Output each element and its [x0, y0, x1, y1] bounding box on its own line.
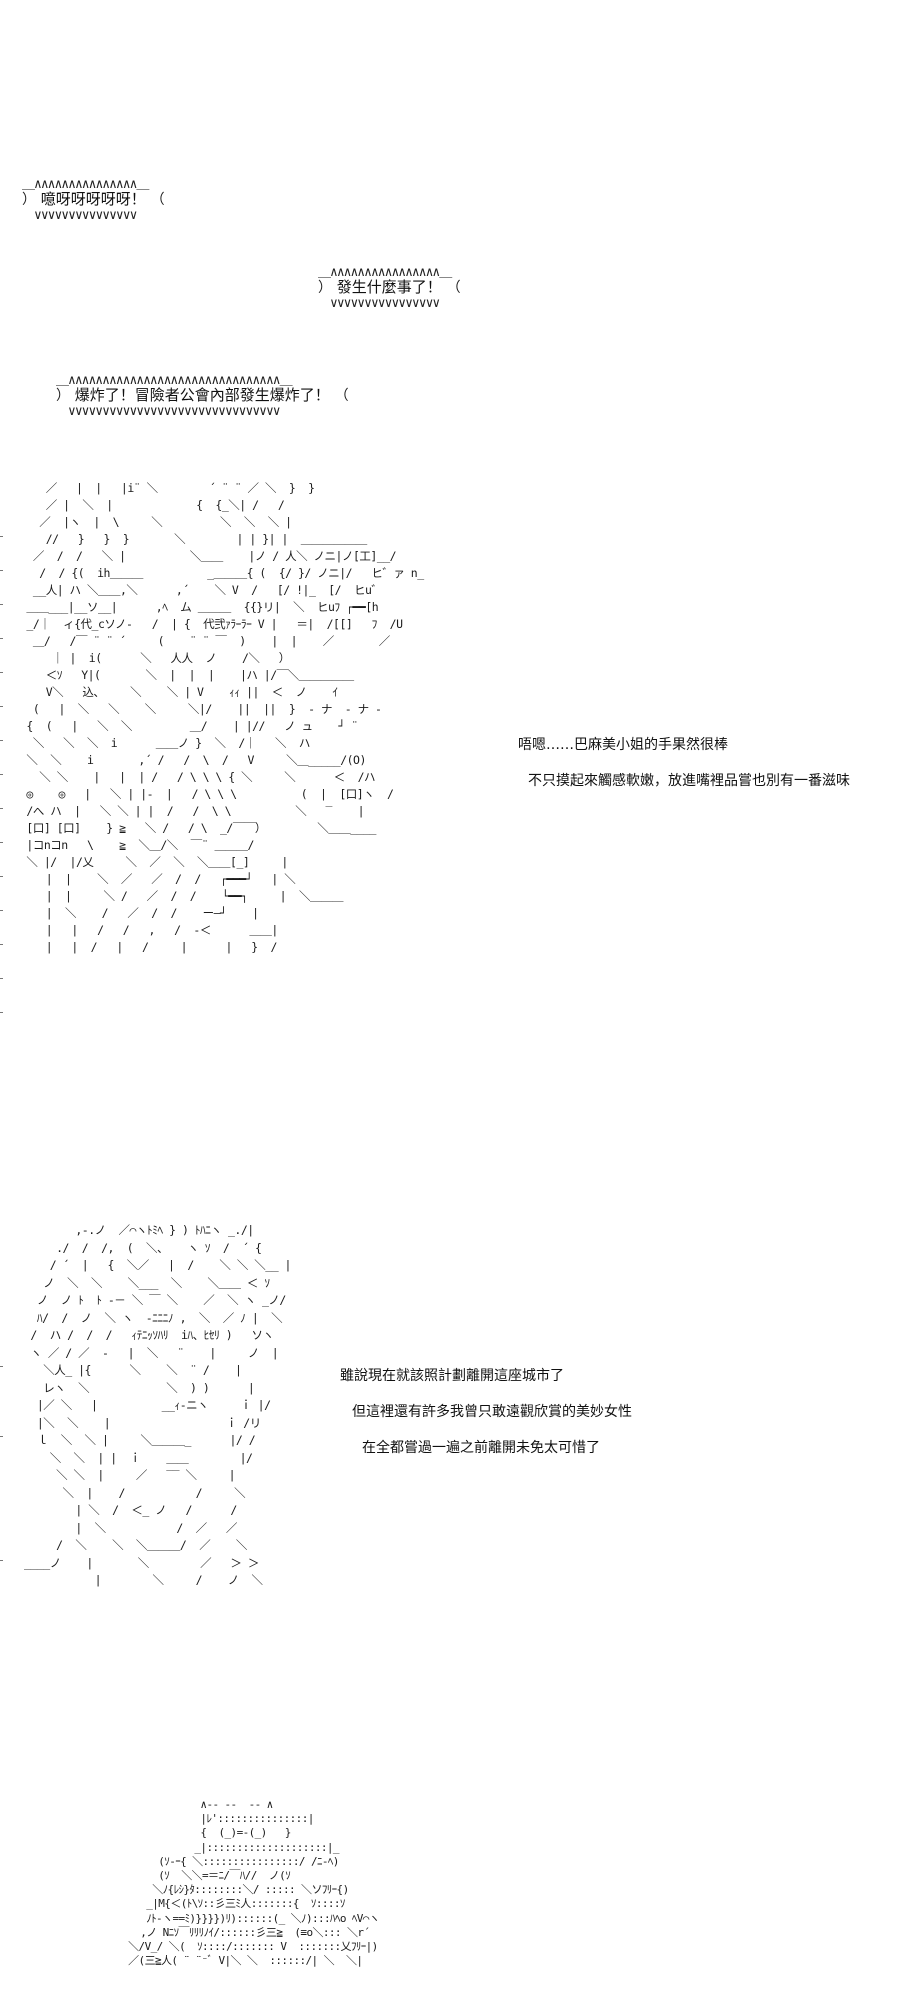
gutter-tick — [0, 774, 3, 775]
shout-bubble-1-text: 噫呀呀呀呀呀！ — [40, 190, 146, 208]
shout-bubble-3: ＿∧∧∧∧∧∧∧∧∧∧∧∧∧∧∧∧∧∧∧∧∧∧∧∧∧∧∧∧∧∧∧＿ ） 爆炸了！… — [56, 374, 349, 417]
ascii-art-figure-1: ／ | | |i¨ ＼ ´ ¨ ¨ ／ ＼ } } ／ | ＼ | { {_＼|… — [26, 481, 424, 954]
spike-border-top: ＿∧∧∧∧∧∧∧∧∧∧∧∧∧∧∧∧∧∧∧∧∧∧∧∧∧∧∧∧∧∧∧＿ — [56, 374, 293, 386]
panel2-dialogue-2: 但這裡還有許多我曾只敢遠觀欣賞的美妙女性 — [352, 1404, 632, 1420]
right-bracket: （ — [446, 280, 461, 296]
gutter-tick — [0, 1012, 3, 1013]
panel2-dialogue-3: 在全都嘗過一遍之前離開未免太可惜了 — [362, 1440, 600, 1456]
right-bracket: （ — [150, 192, 165, 208]
gutter-tick — [0, 910, 3, 911]
gutter-tick — [0, 1436, 3, 1437]
left-bracket: ） — [22, 192, 36, 208]
gutter-tick — [0, 1366, 3, 1367]
gutter-tick — [0, 638, 3, 639]
shout-bubble-1: ＿∧∧∧∧∧∧∧∧∧∧∧∧∧∧∧＿ ） 噫呀呀呀呀呀！ （ ￣∨∨∨∨∨∨∨∨∨… — [22, 178, 165, 221]
left-bracket: ） — [56, 388, 70, 404]
gutter-tick — [0, 978, 3, 979]
gutter-tick — [0, 944, 3, 945]
spike-border-bottom: ￣∨∨∨∨∨∨∨∨∨∨∨∨∨∨∨∨∨∨∨∨∨∨∨∨∨∨∨∨∨∨∨￣ — [56, 405, 293, 417]
gutter-tick — [0, 842, 3, 843]
panel1-dialogue-1: 唔嗯……巴麻美小姐的手果然很棒 — [518, 737, 728, 753]
ascii-art-figure-2: ,-.ノ ／⌒ヽﾄﾐﾍ } ) ﾄﾊﾆヽ _./| ./ / /, ( ＼、 ヽ… — [24, 1223, 291, 1587]
left-bracket: ） — [318, 280, 332, 296]
spike-border-bottom: ￣∨∨∨∨∨∨∨∨∨∨∨∨∨∨∨￣ — [22, 209, 149, 221]
shout-bubble-1-body: ） 噫呀呀呀呀呀！ （ — [22, 190, 165, 209]
shout-bubble-2: ＿∧∧∧∧∧∧∧∧∧∧∧∧∧∧∧∧＿ ） 發生什麼事了！ （ ￣∨∨∨∨∨∨∨∨… — [318, 266, 461, 309]
gutter-tick — [0, 876, 3, 877]
gutter-tick — [0, 536, 3, 537]
panel1-dialogue-2: 不只摸起來觸感軟嫩，放進嘴裡品嘗也別有一番滋味 — [528, 773, 850, 789]
shout-bubble-2-text: 發生什麼事了！ — [336, 278, 442, 296]
shout-bubble-2-body: ） 發生什麼事了！ （ — [318, 278, 461, 297]
gutter-tick — [0, 740, 3, 741]
shout-bubble-3-body: ） 爆炸了！冒險者公會內部發生爆炸了！ （ — [56, 386, 349, 405]
gutter-tick — [0, 604, 3, 605]
gutter-tick — [0, 706, 3, 707]
right-bracket: （ — [334, 388, 349, 404]
spike-border-top: ＿∧∧∧∧∧∧∧∧∧∧∧∧∧∧∧∧＿ — [318, 266, 452, 278]
ascii-art-figure-3: ∧-- ‐‐ ‐‐ ∧ |ﾚ':::::::::::::::| { (_)=-(… — [128, 1798, 380, 1968]
gutter-tick — [0, 570, 3, 571]
gutter-tick — [0, 672, 3, 673]
gutter-tick — [0, 808, 3, 809]
spike-border-bottom: ￣∨∨∨∨∨∨∨∨∨∨∨∨∨∨∨∨￣ — [318, 297, 452, 309]
panel2-dialogue-1: 雖說現在就該照計劃離開這座城市了 — [340, 1368, 564, 1384]
gutter-tick — [0, 1560, 3, 1561]
shout-bubble-3-text: 爆炸了！冒險者公會內部發生爆炸了！ — [74, 386, 330, 404]
spike-border-top: ＿∧∧∧∧∧∧∧∧∧∧∧∧∧∧∧＿ — [22, 178, 149, 190]
